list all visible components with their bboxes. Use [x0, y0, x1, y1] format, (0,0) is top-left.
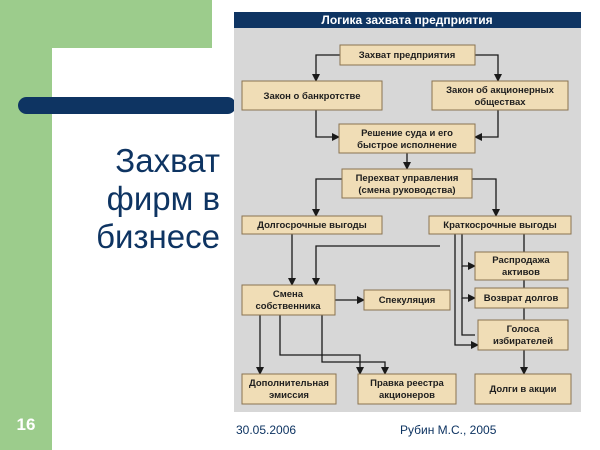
box-court-decision-line2: быстрое исполнение — [357, 140, 457, 151]
diagram-panel — [234, 12, 581, 412]
slide-title: Захват фирм в бизнесе — [96, 142, 220, 255]
box-asset-sale-line2: активов — [502, 267, 540, 278]
box-additional-emission-line1: Дополнительная — [249, 378, 329, 389]
diagram-header-title: Логика захвата предприятия — [321, 13, 492, 27]
box-jsc-law-line2: обществах — [474, 97, 526, 108]
box-capture: Захват предприятия — [339, 44, 476, 66]
box-management-takeover: Перехват управления (смена руководства) — [341, 168, 473, 199]
box-court-decision-line1: Решение суда и его — [361, 128, 453, 139]
box-long-term: Долгосрочные выгоды — [241, 215, 383, 235]
footer-author: Рубин М.С., 2005 — [400, 423, 497, 437]
slide-number: 16 — [16, 415, 36, 434]
box-registry-edit-line2: акционеров — [379, 390, 435, 401]
box-speculation-label: Спекуляция — [379, 295, 436, 306]
box-court-decision: Решение суда и его быстрое исполнение — [338, 123, 476, 154]
box-debt-return-label: Возврат долгов — [484, 293, 559, 304]
box-speculation: Спекуляция — [363, 289, 451, 311]
diagram-header-bar — [234, 12, 581, 28]
box-bankruptcy-law: Закон о банкротстве — [241, 80, 383, 111]
box-additional-emission-line2: эмиссия — [269, 390, 309, 401]
box-owner-change-line2: собственника — [255, 301, 321, 312]
box-additional-emission: Дополнительная эмиссия — [241, 373, 337, 405]
box-voter-votes: Голоса избирателей — [477, 319, 569, 351]
box-registry-edit-line1: Правка реестра — [370, 378, 444, 389]
box-short-term-label: Краткосрочные выгоды — [443, 220, 556, 231]
box-asset-sale-line1: Распродажа — [492, 255, 550, 266]
top-green-band — [52, 0, 212, 48]
navy-accent-bar — [18, 97, 236, 114]
box-capture-label: Захват предприятия — [359, 50, 456, 61]
box-long-term-label: Долгосрочные выгоды — [257, 220, 367, 231]
box-jsc-law: Закон об акционерных обществах — [431, 80, 569, 111]
box-voter-votes-line2: избирателей — [493, 336, 553, 347]
box-debt-return: Возврат долгов — [474, 287, 569, 309]
box-owner-change-line1: Смена — [273, 289, 304, 300]
box-management-takeover-line1: Перехват управления — [356, 173, 459, 184]
footer-date: 30.05.2006 — [236, 423, 297, 437]
box-debts-to-shares-label: Долги в акции — [490, 384, 557, 395]
box-owner-change: Смена собственника — [241, 284, 336, 316]
box-jsc-law-line1: Закон об акционерных — [446, 85, 555, 96]
box-asset-sale: Распродажа активов — [474, 251, 569, 281]
box-voter-votes-line1: Голоса — [507, 324, 540, 335]
left-green-band — [0, 0, 52, 450]
box-short-term: Краткосрочные выгоды — [428, 215, 572, 235]
box-debts-to-shares: Долги в акции — [474, 373, 572, 405]
box-management-takeover-line2: (смена руководства) — [358, 185, 455, 196]
box-bankruptcy-law-label: Закон о банкротстве — [264, 91, 361, 102]
box-registry-edit: Правка реестра акционеров — [357, 373, 457, 405]
